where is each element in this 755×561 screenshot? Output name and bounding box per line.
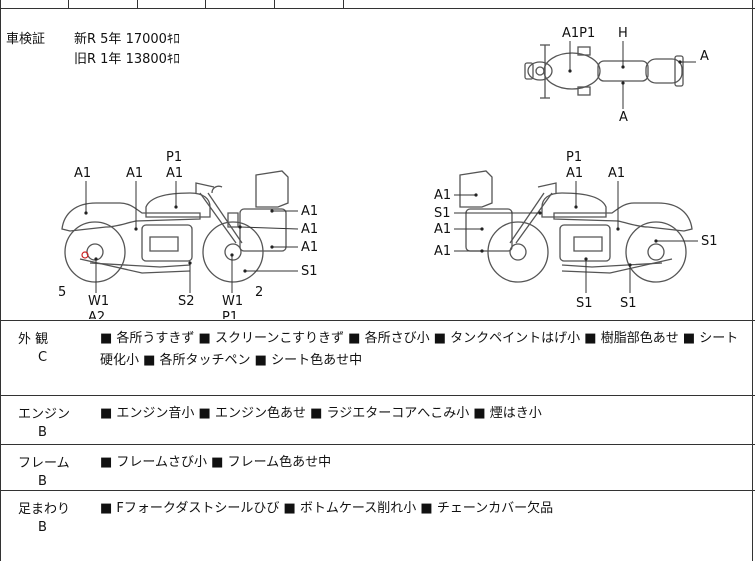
section-label: 外 観: [18, 332, 49, 347]
strip-divider: [68, 0, 69, 8]
section-notes: ■ Fフォークダストシールひび ■ ボトムケース削れ小 ■ チェーンカバー欠品: [100, 501, 554, 516]
top-strip: [0, 0, 755, 9]
top-label-a-bottom: A: [619, 110, 628, 125]
motorcycle-left-side: [61, 170, 289, 283]
motorcycle-top-view: [524, 44, 684, 99]
right-label-left-3: A1: [434, 222, 451, 237]
left-label-a1-2: A1: [126, 166, 143, 181]
diagram-panel: 車検証 新R 5年 17000ｷﾛ 旧R 1年 13800ｷﾛ A1P1 H A…: [0, 9, 755, 321]
section-exterior: 外 観 C ■ 各所うすきず ■ スクリーンこすりきず ■ 各所さび小 ■ タン…: [0, 321, 755, 396]
section-label: エンジン: [18, 407, 71, 422]
section-notes: ■ エンジン音小 ■ エンジン色あせ ■ ラジエターコアへこみ小 ■ 煙はき小: [100, 406, 542, 421]
left-label-w1: W1: [88, 294, 109, 309]
right-label-right-1: S1: [701, 234, 718, 249]
left-label-s2: S2: [178, 294, 195, 309]
left-label-right-2: A1: [301, 222, 318, 237]
shaken-old-record: 旧R 1年 13800ｷﾛ: [74, 52, 180, 67]
right-label-left-4: A1: [434, 244, 451, 259]
shaken-block: 車検証 新R 5年 17000ｷﾛ 旧R 1年 13800ｷﾛ: [6, 28, 180, 67]
section-notes: ■ 各所うすきず ■ スクリーンこすりきず ■ 各所さび小 ■ タンクペイントは…: [100, 331, 739, 368]
right-label-a1-1: A1: [566, 166, 583, 181]
right-label-left-1: A1: [434, 188, 451, 203]
left-label-w1-b: W1: [222, 294, 243, 309]
left-label-right-4: S1: [301, 264, 318, 279]
top-label-a-right: A: [700, 49, 709, 64]
shaken-label: 車検証: [6, 32, 46, 47]
left-side-diagram: P1 A1 A1 A1 A1 A1 A1 S1 5 W1 A2 S2 W1 P1…: [58, 150, 318, 319]
section-notes: ■ フレームさび小 ■ フレーム色あせ中: [100, 455, 332, 470]
right-side-leaders: [454, 181, 698, 293]
shaken-new-record: 新R 5年 17000ｷﾛ: [74, 32, 180, 47]
section-frame: フレーム B ■ フレームさび小 ■ フレーム色あせ中: [0, 445, 755, 491]
section-grade: C: [38, 350, 48, 365]
left-label-a1-3: A1: [166, 166, 183, 181]
section-grade: B: [38, 520, 47, 535]
right-label-s1-a: S1: [576, 296, 593, 311]
section-label: フレーム: [18, 456, 70, 471]
right-side-diagram: P1 A1 A1 A1 S1 A1 A1 S1 S1 S1: [434, 150, 718, 311]
top-view-diagram: A1P1 H A A: [524, 26, 709, 125]
strip-divider: [274, 0, 275, 8]
right-label-s1-b: S1: [620, 296, 637, 311]
top-label-h: H: [618, 26, 628, 41]
section-engine: エンジン B ■ エンジン音小 ■ エンジン色あせ ■ ラジエターコアへこみ小 …: [0, 396, 755, 445]
left-label-p1-top: P1: [166, 150, 182, 165]
right-label-a1-2: A1: [608, 166, 625, 181]
left-side-leaders: [84, 181, 299, 293]
section-grade: B: [38, 425, 47, 440]
section-grade: B: [38, 474, 47, 489]
left-label-a2: A2: [88, 310, 105, 319]
section-suspension: 足まわり B ■ Fフォークダストシールひび ■ ボトムケース削れ小 ■ チェー…: [0, 491, 755, 561]
right-label-left-2: S1: [434, 206, 451, 221]
left-label-right-3: A1: [301, 240, 318, 255]
left-label-p1-b: P1: [222, 310, 238, 319]
left-label-right-1: A1: [301, 204, 318, 219]
right-label-p1-top: P1: [566, 150, 582, 165]
top-label-a1p1: A1P1: [562, 26, 595, 41]
strip-divider: [343, 0, 344, 8]
left-label-2: 2: [255, 285, 263, 300]
motorcycle-right-side: [459, 170, 693, 283]
left-label-a1-1: A1: [74, 166, 91, 181]
section-label: 足まわり: [18, 502, 71, 517]
strip-divider: [137, 0, 138, 8]
left-label-5: 5: [58, 285, 66, 300]
top-view-leaders: [568, 41, 696, 109]
strip-divider: [205, 0, 206, 8]
